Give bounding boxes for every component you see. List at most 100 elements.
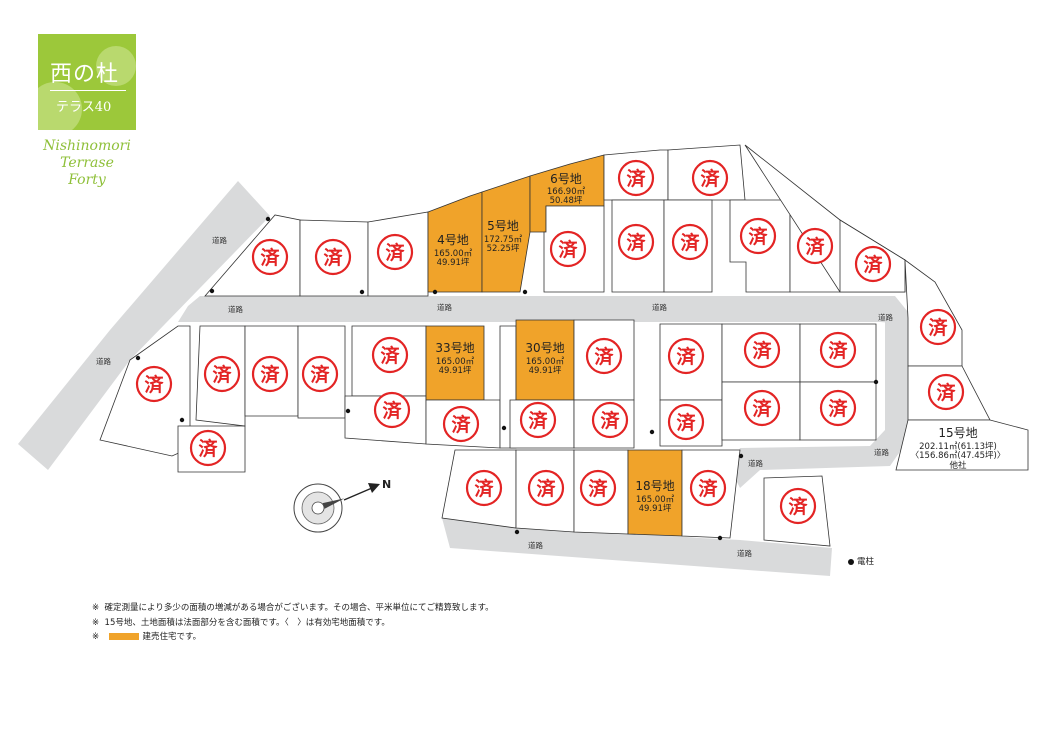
sold-marker-text: 済 [863,253,883,276]
brand-english-line: Terrase [60,155,114,171]
sold-marker: 済 [585,337,623,375]
lot-net-area: 〈156.86㎡(47.45坪)〉 [911,451,1006,461]
sold-marker-text: 済 [558,238,578,261]
road-label: 道路 [437,302,452,312]
lot-name: 6号地 [550,172,582,186]
footnote-text: 15号地、土地面積は法面部分を含む面積です。〈 〉は有効宅地面積です。 [104,617,390,628]
sold-marker-ring [376,233,414,271]
sold-marker: 済 [819,331,857,369]
utility-pole-legend-icon [848,558,854,565]
lot-area: 202.11㎡(61.13坪) [919,442,997,452]
sold-marker-ring [585,337,623,375]
compass-center [311,501,325,515]
lot-18-label: 18号地 165.00㎡ 49.91坪 [635,479,674,514]
sold-marker-ring [796,227,834,265]
sold-marker: 済 [691,159,729,197]
lot-owner: 他社 [949,460,967,471]
sold-marker: 済 [203,355,241,393]
sold-marker-ring [371,336,409,374]
sold-marker-text: 済 [680,231,700,254]
sold-marker-text: 済 [474,477,494,500]
sold-marker: 済 [617,223,655,261]
sold-marker-text: 済 [382,399,402,422]
utility-pole [738,453,744,459]
sold-marker-text: 済 [536,477,556,500]
sold-marker-ring [743,389,781,427]
logo-subtitle: テラス40 [56,100,112,115]
sold-marker-ring [919,308,957,346]
sold-marker: 済 [251,355,289,393]
sold-marker: 済 [617,159,655,197]
sold-marker-text: 済 [752,397,772,420]
sold-marker-text: 済 [212,363,232,386]
sold-marker-ring [465,469,503,507]
utility-pole [522,289,528,295]
logo-divider [50,90,126,91]
lot-tsubo: 49.91坪 [437,258,470,268]
sold-marker-ring [689,469,727,507]
sold-marker: 済 [667,337,705,375]
note-mark: ※ [92,603,100,613]
lot-tsubo: 49.91坪 [639,504,672,514]
road-main-east-west [178,296,908,324]
sold-marker: 済 [927,373,965,411]
sold-marker-text: 済 [323,246,343,269]
sold-marker-ring [667,403,705,441]
sold-marker: 済 [796,227,834,265]
utility-pole [717,535,723,541]
lot-name: 18号地 [635,479,674,493]
lot-area: 165.00㎡ [526,357,565,367]
lot-name: 33号地 [435,341,474,355]
sold-marker-ring [579,469,617,507]
sold-marker: 済 [919,308,957,346]
sold-marker-text: 済 [310,363,330,386]
lot-tsubo: 49.91坪 [529,366,562,376]
footnotes: ※ 確定測量により多少の面積の増減がある場合がございます。その場合、平米単位にて… [92,601,494,645]
utility-pole [873,379,879,385]
compass-north-label: N [382,478,391,491]
lot-5-label: 5号地 172.75㎡ 52.25坪 [484,219,523,254]
lot-6-label: 6号地 166.90㎡ 50.48坪 [547,172,586,206]
sold-marker: 済 [135,365,173,403]
lot-name: 5号地 [487,219,519,233]
sold-marker-ring [779,487,817,525]
utility-pole [649,429,655,435]
footnote-text: 確定測量により多少の面積の増減がある場合がございます。その場合、平米単位にてご精… [104,603,494,613]
compass-arrow-line [343,487,373,501]
brand-english-line: Forty [68,172,106,188]
compass-needle-icon [322,498,345,509]
utility-pole [265,216,271,222]
sold-marker: 済 [527,469,565,507]
sold-marker-text: 済 [928,316,948,339]
sold-marker-ring [667,337,705,375]
lot-area: 165.00㎡ [434,249,473,259]
lot-tsubo: 49.91坪 [439,366,472,376]
sold-marker-text: 済 [594,345,614,368]
utility-pole [345,408,351,414]
sold-marker: 済 [689,469,727,507]
sold-marker-text: 済 [788,495,808,518]
sold-marker-ring [671,223,709,261]
utility-pole [209,288,215,294]
brand-english-line: Nishinomori [43,138,131,154]
sold-marker-text: 済 [260,363,280,386]
sold-marker-text: 済 [380,344,400,367]
road-label: 道路 [878,312,893,322]
sold-marker-ring [617,223,655,261]
sold-marker-ring [927,373,965,411]
road-label: 道路 [652,302,667,312]
sold-marker: 済 [371,336,409,374]
utility-pole [514,529,520,535]
sold-marker-text: 済 [805,235,825,258]
lot-30-label: 30号地 165.00㎡ 49.91坪 [525,341,564,376]
map-legend: 電柱 [848,555,874,567]
lot-tsubo: 52.25坪 [487,244,520,254]
lot-name: 15号地 [938,426,977,440]
sold-marker-ring [743,331,781,369]
sold-marker-text: 済 [260,246,280,269]
road-diagonal-west [18,181,270,470]
sold-marker-ring [854,245,892,283]
sold-marker: 済 [519,401,557,439]
sold-marker: 済 [591,401,629,439]
